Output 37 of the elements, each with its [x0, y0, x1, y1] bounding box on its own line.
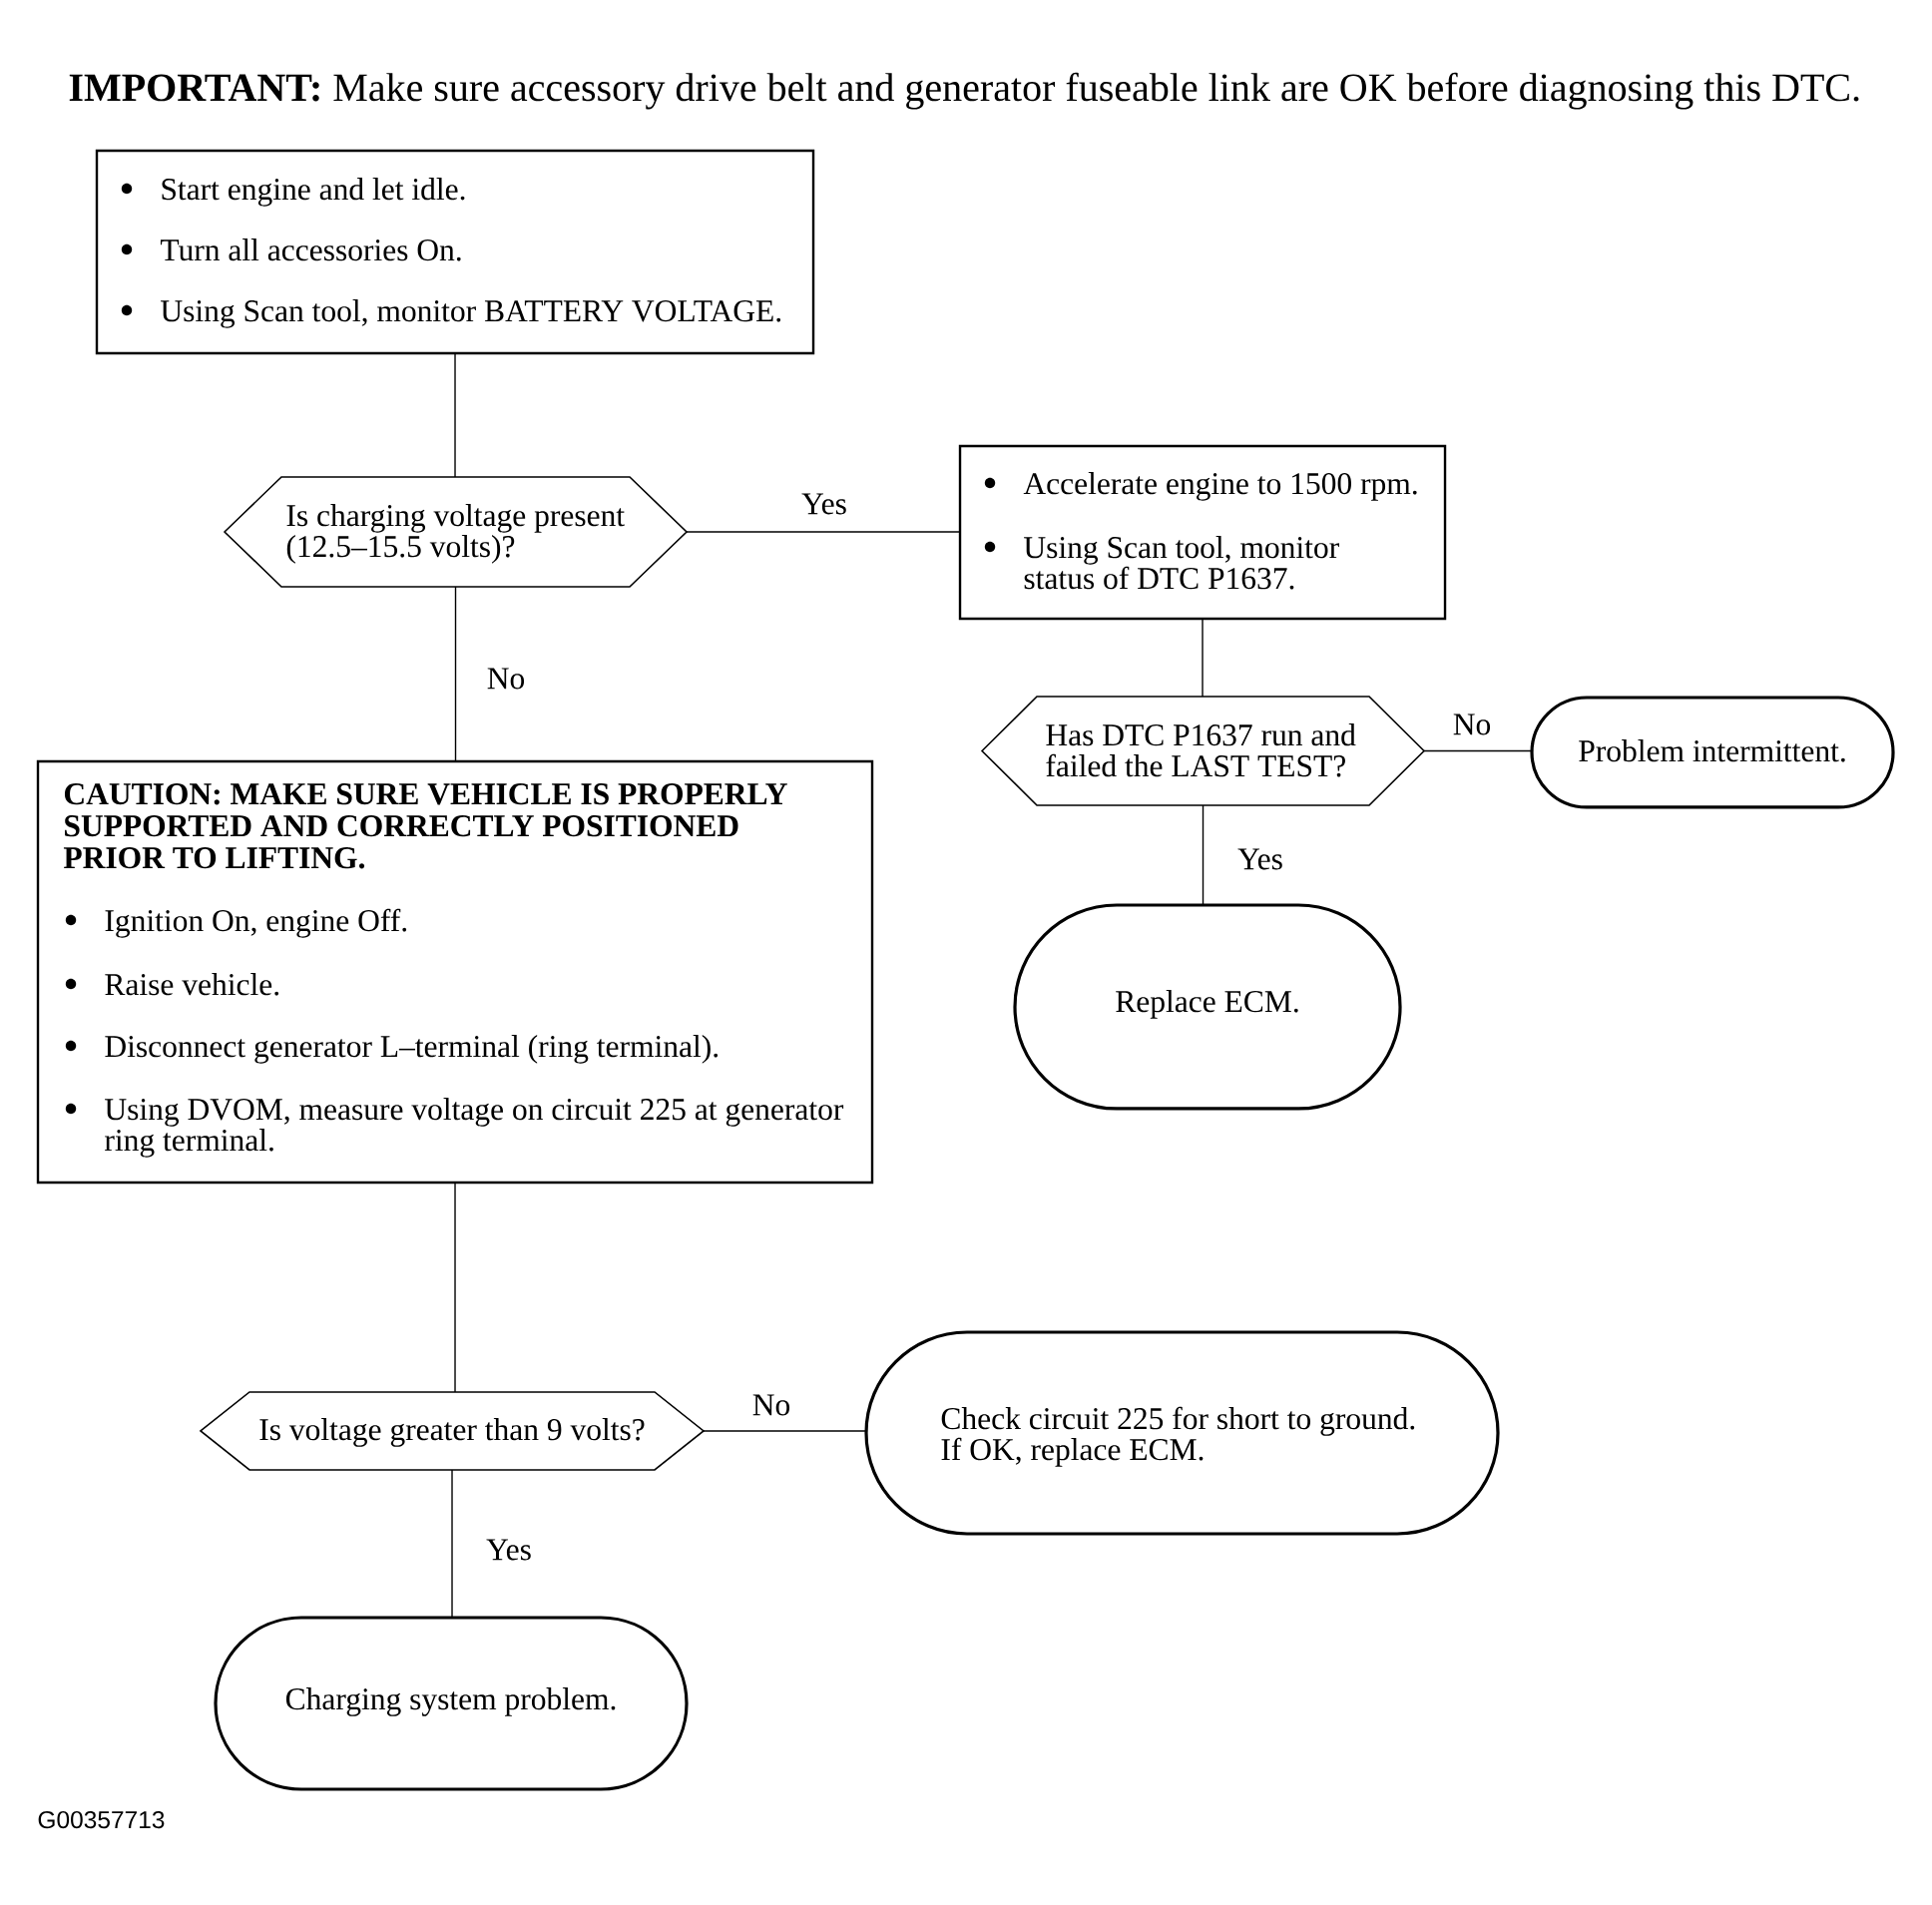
question-text: Has DTC P1637 run and failed the LAST TEST? [1046, 723, 1356, 777]
result-text: Check circuit 225 for short to ground. If OK, replace ECM. [941, 1406, 1415, 1467]
step-box [958, 444, 1447, 621]
connector-line [454, 352, 456, 478]
edge-label: Yes [486, 1539, 531, 1561]
edge-label: No [1453, 714, 1491, 735]
title-text: IMPORTANT: Make sure accessory drive belt and generator fuseable link are OK before diagnosing this DTC. [69, 72, 1859, 110]
connector-line [1423, 749, 1533, 752]
edge-label: Yes [1237, 848, 1282, 870]
step-text: Raise vehicle. [105, 973, 279, 996]
connector-line [454, 1182, 456, 1393]
caution-box [36, 759, 874, 1185]
result-text: Replace ECM. [1116, 990, 1298, 1019]
caution-text: CAUTION: MAKE SURE VEHICLE IS PROPERLY SUPPORTED AND CORRECTLY POSITIONED PRIOR TO LIFTING. [63, 783, 787, 869]
result-text: Problem intermittent. [1579, 739, 1845, 762]
step-text: Disconnect generator L–terminal (ring terminal). [105, 1035, 719, 1064]
connector-line [1202, 618, 1204, 698]
step-text: Start engine and let idle. [162, 178, 465, 207]
step-text: Using Scan tool, monitor BATTERY VOLTAGE. [161, 299, 781, 328]
step-text: Ignition On, engine Off. [105, 908, 407, 938]
question-text: Is charging voltage present (12.5–15.5 volts)? [286, 504, 625, 564]
connector-line [451, 1469, 453, 1619]
step-box [95, 149, 815, 355]
step-text: Turn all accessories On. [160, 238, 461, 261]
edge-label: No [487, 668, 525, 690]
step-text: Accelerate engine to 1500 rpm. [1023, 472, 1417, 501]
result-text: Charging system problem. [285, 1687, 616, 1716]
connector-line [703, 1430, 867, 1432]
edge-label: Yes [801, 493, 846, 515]
question-text: Is voltage greater than 9 volts? [259, 1418, 645, 1447]
step-text: Using DVOM, measure voltage on circuit 225 at generator ring terminal. [105, 1098, 844, 1158]
figure-number: G00357713 [38, 1810, 165, 1829]
step-text: Using Scan tool, monitor status of DTC P1637. [1024, 536, 1339, 590]
connector-line [1202, 804, 1205, 906]
connector-line [686, 531, 961, 533]
connector-line [454, 586, 457, 762]
edge-label: No [752, 1394, 790, 1416]
